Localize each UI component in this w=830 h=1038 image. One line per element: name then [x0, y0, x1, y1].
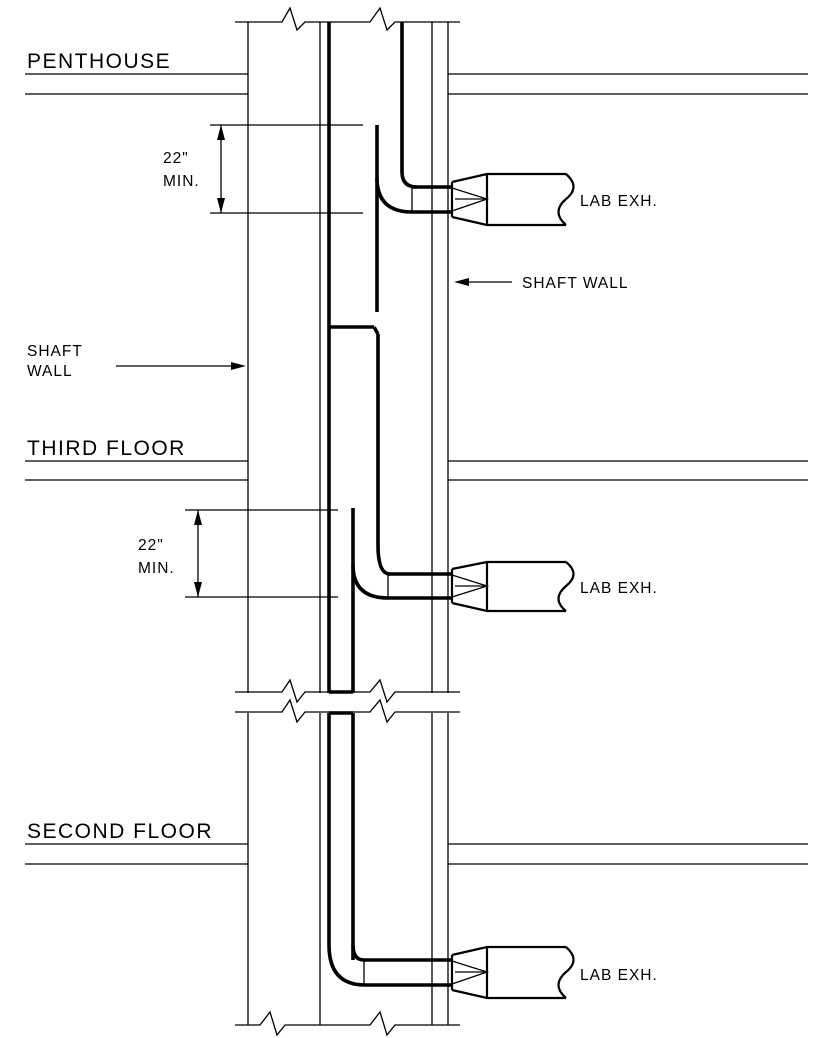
lower-branch-duct — [327, 944, 575, 1000]
shaft-wall-right-label: SHAFT WALL — [522, 275, 628, 292]
upper-branch-duct — [375, 22, 575, 312]
dimension-lower-value: 22" — [138, 537, 164, 554]
floor-label-penthouse: PENTHOUSE — [27, 50, 171, 73]
shaft-wall-right-leader — [454, 278, 512, 286]
floor-slabs — [25, 73, 808, 865]
floor-label-third: THIRD FLOOR — [27, 437, 186, 460]
dimension-lower — [185, 509, 338, 598]
dimension-upper-value: 22" — [163, 150, 189, 167]
shaft-wall-left-leader — [116, 362, 246, 370]
shaft-wall-left-label-line2: WALL — [27, 363, 73, 380]
floor-label-second: SECOND FLOOR — [27, 820, 213, 843]
break-lines — [235, 6, 460, 1037]
shaft-walls — [247, 22, 449, 1025]
middle-branch-duct — [351, 544, 575, 613]
dimension-upper — [210, 124, 363, 214]
dimension-lower-note: MIN. — [138, 560, 175, 577]
main-riser — [327, 22, 380, 960]
branch-label-lower: LAB EXH. — [580, 967, 658, 984]
branch-label-middle: LAB EXH. — [580, 580, 658, 597]
branch-label-upper: LAB EXH. — [580, 193, 658, 210]
shaft-wall-left-label-line1: SHAFT — [27, 343, 83, 360]
dimension-upper-note: MIN. — [163, 173, 200, 190]
